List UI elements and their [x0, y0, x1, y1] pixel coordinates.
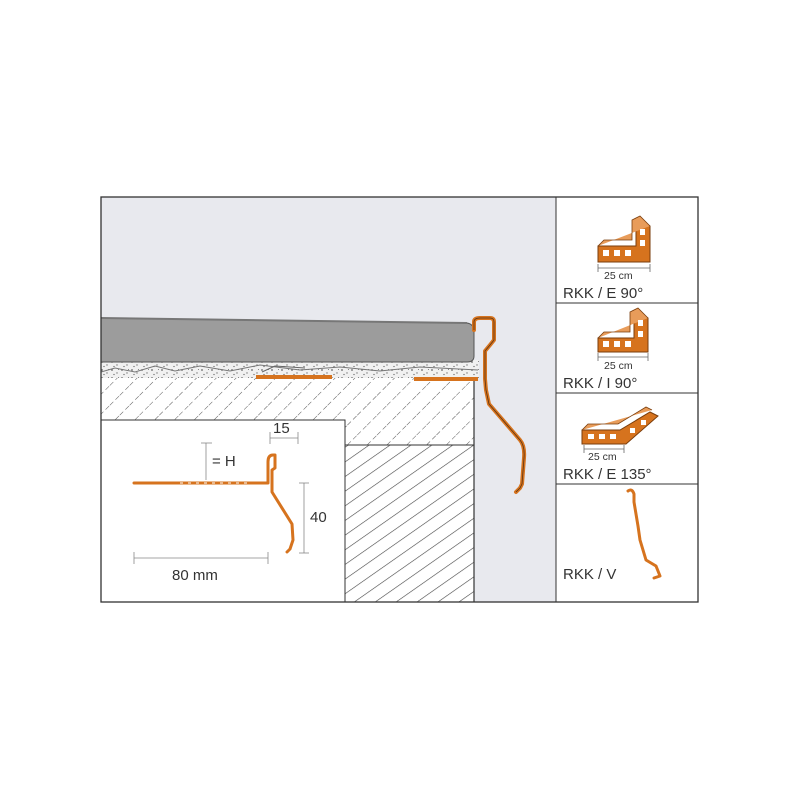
piece-1-label: RKK / E 90° — [563, 285, 643, 302]
piece-1-length: 25 cm — [604, 270, 633, 282]
piece-3-length: 25 cm — [588, 451, 617, 463]
dimension-lines — [133, 432, 309, 564]
corner-piece-e90 — [597, 215, 651, 272]
width-dimension: 80 mm — [172, 567, 218, 584]
detail-inset — [100, 419, 346, 603]
outer-frame — [100, 196, 699, 603]
piece-3-label: RKK / E 135° — [563, 466, 652, 483]
corner-piece-e135 — [581, 406, 659, 453]
variants-panel — [556, 197, 698, 602]
corner-piece-i90 — [597, 307, 649, 361]
piece-2-label: RKK / I 90° — [563, 375, 637, 392]
tile-layer — [100, 317, 475, 363]
slab-edge-section — [344, 444, 475, 603]
side-dimension: 40 — [310, 509, 327, 526]
piece-4-label: RKK / V — [563, 566, 616, 583]
top-dimension: 15 — [273, 420, 290, 437]
v-profile — [626, 488, 662, 580]
piece-2-length: 25 cm — [604, 360, 633, 372]
height-label: = H — [212, 453, 236, 470]
